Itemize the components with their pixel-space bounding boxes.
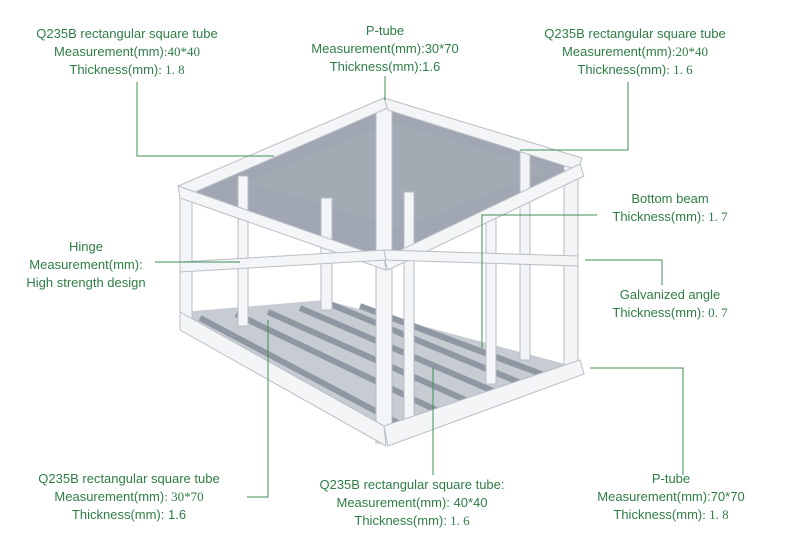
- label-bottom-left-measurement: Measurement(mm): 30*70: [54, 489, 204, 504]
- label-bottom-beam-thickness: Thickness(mm): 1. 7: [612, 209, 728, 224]
- leader-bottom-beam: [481, 214, 597, 348]
- top-rails: [177, 97, 585, 271]
- label-top-left-measurement: Measurement(mm):40*40: [54, 44, 200, 59]
- label-top-left-thickness: Thickness(mm): 1. 8: [69, 62, 185, 77]
- label-bottom-right: P-tube Measurement(mm):70*70 Thickness(m…: [560, 470, 782, 524]
- label-bottom-center-title: Q235B rectangular square tube:: [319, 477, 505, 492]
- label-hinge-title: Hinge: [69, 239, 103, 254]
- label-hinge: Hinge Measurement(mm): High strength des…: [12, 238, 160, 292]
- label-top-left-title: Q235B rectangular square tube: [36, 26, 218, 41]
- leader-galvanized-angle: [585, 259, 663, 285]
- label-top-right-thickness: Thickness(mm): 1. 6: [577, 62, 693, 77]
- leader-top-left: [136, 82, 274, 157]
- label-hinge-description: High strength design: [26, 275, 146, 290]
- label-bottom-beam-title: Bottom beam: [631, 191, 709, 206]
- label-top-right: Q235B rectangular square tube Measuremen…: [518, 25, 752, 79]
- label-bottom-right-thickness: Thickness(mm): 1. 8: [613, 507, 729, 522]
- leader-bottom-left: [247, 320, 269, 498]
- label-top-right-title: Q235B rectangular square tube: [544, 26, 726, 41]
- leader-top-right: [520, 82, 629, 151]
- label-top-right-measurement: Measurement(mm):20*40: [562, 44, 708, 59]
- label-bottom-center: Q235B rectangular square tube: Measureme…: [292, 476, 532, 530]
- label-top-center: P-tube Measurement(mm):30*70 Thickness(m…: [287, 22, 483, 76]
- label-bottom-right-measurement: Measurement(mm):70*70: [597, 489, 745, 504]
- label-hinge-measurement: Measurement(mm):: [29, 257, 143, 272]
- label-top-left: Q235B rectangular square tube Measuremen…: [8, 25, 246, 79]
- label-galvanized-angle: Galvanized angle Thickness(mm): 0. 7: [600, 286, 740, 322]
- label-bottom-beam: Bottom beam Thickness(mm): 1. 7: [596, 190, 744, 226]
- hinge-rails: [179, 249, 579, 273]
- label-galvanized-angle-title: Galvanized angle: [619, 287, 721, 302]
- label-galvanized-angle-thickness: Thickness(mm): 0. 7: [612, 305, 728, 320]
- label-top-center-measurement: Measurement(mm):30*70: [311, 41, 459, 56]
- bottom-rails: [179, 311, 585, 447]
- label-bottom-left: Q235B rectangular square tube Measuremen…: [10, 470, 248, 524]
- label-top-center-thickness: Thickness(mm):1.6: [329, 59, 441, 74]
- label-bottom-left-thickness: Thickness(mm): 1.6: [71, 507, 187, 522]
- label-bottom-center-thickness: Thickness(mm): 1. 6: [354, 513, 470, 528]
- label-top-center-title: P-tube: [365, 23, 405, 38]
- label-bottom-left-title: Q235B rectangular square tube: [38, 471, 220, 486]
- leader-lines: [136, 76, 684, 498]
- label-bottom-right-title: P-tube: [651, 471, 691, 486]
- label-bottom-center-measurement: Measurement(mm): 40*40: [336, 495, 488, 510]
- leader-bottom-right: [590, 367, 684, 475]
